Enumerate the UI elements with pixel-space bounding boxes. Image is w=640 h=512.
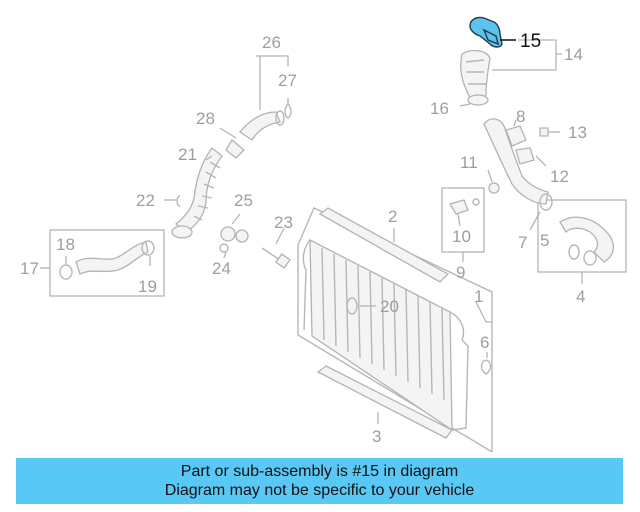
upper-bracket bbox=[318, 207, 450, 283]
callout-13: 13 bbox=[568, 123, 587, 142]
callout-8: 8 bbox=[516, 107, 525, 126]
box-17 bbox=[40, 229, 165, 297]
upper-right-hose bbox=[459, 39, 562, 107]
callout-9: 9 bbox=[456, 263, 465, 282]
banner-line-2: Diagram may not be specific to your vehi… bbox=[164, 482, 475, 499]
callout-26: 26 bbox=[262, 33, 281, 52]
left-hose-assembly bbox=[164, 55, 292, 259]
clip-6 bbox=[480, 352, 492, 375]
callout-28: 28 bbox=[196, 109, 215, 128]
callout-5: 5 bbox=[540, 231, 549, 250]
banner-line-1: Part or sub-assembly is #15 in diagram bbox=[180, 463, 459, 480]
intercooler-core bbox=[297, 207, 493, 452]
lower-bracket bbox=[316, 365, 453, 439]
callout-15[interactable]: 15 bbox=[520, 31, 541, 52]
highlighted-part-15[interactable] bbox=[469, 16, 516, 48]
info-banner: Part or sub-assembly is #15 in diagram D… bbox=[16, 458, 623, 504]
callout-21: 21 bbox=[178, 145, 197, 164]
callout-24: 24 bbox=[212, 259, 231, 278]
box-4 bbox=[537, 199, 627, 284]
callout-23: 23 bbox=[274, 213, 293, 232]
callout-10: 10 bbox=[452, 227, 471, 246]
seal-20 bbox=[346, 297, 376, 315]
callout-12: 12 bbox=[550, 167, 569, 186]
bolt-23 bbox=[261, 227, 291, 269]
callout-17: 17 bbox=[20, 259, 39, 278]
callout-27: 27 bbox=[278, 71, 297, 90]
box-9 bbox=[441, 187, 485, 262]
callout-16: 16 bbox=[430, 99, 449, 118]
callout-1: 1 bbox=[474, 287, 483, 306]
callout-3: 3 bbox=[372, 427, 381, 446]
parts-diagram: 1 2 3 4 5 6 7 8 9 10 11 12 13 14 15 16 1… bbox=[20, 16, 627, 452]
callout-11: 11 bbox=[460, 153, 478, 172]
callout-22: 22 bbox=[136, 191, 155, 210]
callout-2: 2 bbox=[388, 207, 397, 226]
callout-25: 25 bbox=[234, 191, 253, 210]
callout-19: 19 bbox=[138, 277, 157, 296]
callout-18: 18 bbox=[56, 235, 75, 254]
right-hose-assembly bbox=[483, 118, 560, 231]
callout-14: 14 bbox=[564, 45, 583, 64]
callout-6: 6 bbox=[480, 333, 489, 352]
callout-7: 7 bbox=[518, 233, 527, 252]
callout-20: 20 bbox=[380, 297, 399, 316]
callout-4: 4 bbox=[576, 287, 585, 306]
